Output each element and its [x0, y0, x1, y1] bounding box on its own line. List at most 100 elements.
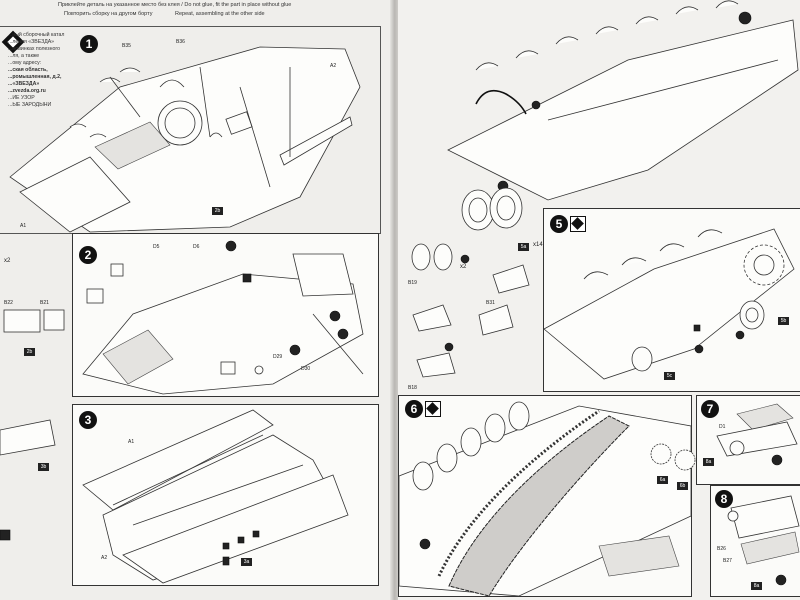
- ref-marker-icon: [337, 328, 349, 340]
- ref-marker-icon: [735, 330, 745, 340]
- info-footer: ...ЫЕ ЗАРОДЫНИ: [8, 102, 52, 108]
- sub-assembly-ref: 6a: [657, 476, 668, 484]
- track-link-run: [448, 415, 630, 597]
- address-line: ...ромышленная, д.2,: [8, 74, 62, 80]
- ref-marker-icon: [419, 538, 431, 550]
- hull-lower-side: [543, 228, 795, 380]
- quantity-tag: x2: [460, 264, 467, 270]
- side-part-dark: [0, 529, 11, 541]
- ref-marker-icon: [771, 454, 783, 466]
- ref-marker-icon: [460, 254, 470, 264]
- website-link: ...zvezda.org.ru: [8, 88, 46, 94]
- quantity-tag: x2: [4, 258, 11, 264]
- sub-assembly-ref: 8a: [703, 458, 714, 466]
- quantity-tag: x14: [533, 242, 543, 248]
- right-side-wall: [122, 474, 349, 584]
- step-2-panel: 2 D5 D6 D29 D30: [72, 233, 379, 397]
- part-label: D1: [719, 424, 726, 430]
- mount-hole-icon: [222, 556, 230, 566]
- idler-half: [411, 243, 431, 271]
- part-label: B18: [408, 385, 417, 391]
- mount-bracket: [416, 352, 456, 378]
- address-line: ...«ЗВЕЗДА»: [8, 81, 40, 87]
- ref-marker-icon: [694, 344, 704, 354]
- step-6-panel: 6 6a 6b: [398, 395, 696, 597]
- track-installation-drawing: [398, 401, 696, 597]
- hull-detail-drawing: [82, 240, 364, 395]
- sub-assembly-ref: 5b: [778, 317, 789, 325]
- part-label: B36: [176, 39, 185, 45]
- sprocket-hub: [753, 254, 775, 276]
- track-links: [437, 409, 600, 577]
- light-lens: [727, 510, 739, 522]
- part-disc: [254, 365, 264, 375]
- fender-detail-drawing: [727, 495, 800, 586]
- suspension-arms: [583, 229, 723, 280]
- step-3-panel: 3 A1 A2 3a: [72, 404, 379, 586]
- info-footer: ...ИЕ УЗОР: [8, 95, 35, 101]
- step-7-badge: 7: [701, 400, 719, 418]
- grab-handle: [99, 77, 121, 83]
- track-detail-inset: [598, 535, 680, 577]
- sub-assembly-ref: 6b: [677, 482, 688, 490]
- leader-line: [109, 76, 141, 118]
- part-label: B26: [717, 546, 726, 552]
- leader-line: [199, 66, 211, 138]
- idler-wheel: [631, 346, 653, 372]
- turret-ring: [157, 100, 203, 146]
- ref-marker-icon: [289, 344, 301, 356]
- road-wheel-row: [412, 401, 530, 491]
- repeat-other-side-icon: [570, 216, 586, 232]
- part-block: [86, 288, 104, 304]
- fender-strip: [740, 531, 800, 565]
- idler-hub: [745, 307, 759, 323]
- hull-top-drawing: [9, 46, 361, 233]
- side-part: [43, 309, 65, 331]
- road-wheel: [436, 443, 458, 473]
- ref-marker-icon: [329, 310, 341, 322]
- leader-line: [312, 313, 364, 375]
- part-label: B27: [723, 558, 732, 564]
- hull-floor-line: [132, 464, 304, 526]
- sub-assembly-ref: 5a: [518, 243, 529, 251]
- part-label: D30: [301, 366, 311, 372]
- torsion-arm: [715, 0, 739, 9]
- left-edge-parts: [0, 309, 65, 541]
- step-8-badge: 8: [715, 490, 733, 508]
- info-line: ...новинках полезного: [8, 46, 61, 52]
- sprocket-ring: [674, 449, 696, 471]
- company-info-box: ...ный сборочный катал ...ления «ЗВЕЗДА»…: [0, 28, 70, 120]
- mount-bracket: [478, 304, 514, 336]
- road-wheel: [412, 461, 434, 491]
- idler-wheel: [739, 300, 765, 330]
- book-gutter: [390, 0, 400, 600]
- sub-assembly-ref: 3a: [241, 558, 252, 566]
- part-cube: [110, 263, 124, 277]
- step-1-badge: 1: [80, 35, 98, 53]
- ref-marker-icon: [225, 240, 237, 252]
- road-wheel: [460, 427, 482, 457]
- ref-marker-icon: [775, 574, 787, 586]
- sub-assembly-ref: 3b: [38, 463, 49, 471]
- part-label: A1: [20, 223, 27, 229]
- part-label: D6: [193, 244, 200, 250]
- engine-deck-grille: [102, 329, 174, 385]
- ref-marker-icon: [531, 100, 541, 110]
- ref-marker-icon: [444, 342, 454, 352]
- part-label: A2: [101, 555, 108, 561]
- side-part: [0, 419, 56, 456]
- sub-assembly-ref: 8a: [751, 582, 762, 590]
- torsion-arm: [635, 16, 659, 25]
- drive-sprocket-drawing: [543, 228, 795, 380]
- torsion-arm: [621, 257, 647, 266]
- step-6-badge: 6: [405, 400, 423, 418]
- turret-mount-block: [292, 253, 354, 297]
- part-label: B31: [486, 300, 495, 306]
- torsion-arm: [675, 6, 699, 15]
- road-wheel-hub: [496, 195, 516, 221]
- torsion-arm: [475, 62, 499, 71]
- torsion-arm: [595, 26, 619, 35]
- info-line: ...ный сборочный катал: [8, 32, 65, 38]
- step-2-badge: 2: [79, 246, 97, 264]
- turret-ring-inner: [164, 107, 196, 139]
